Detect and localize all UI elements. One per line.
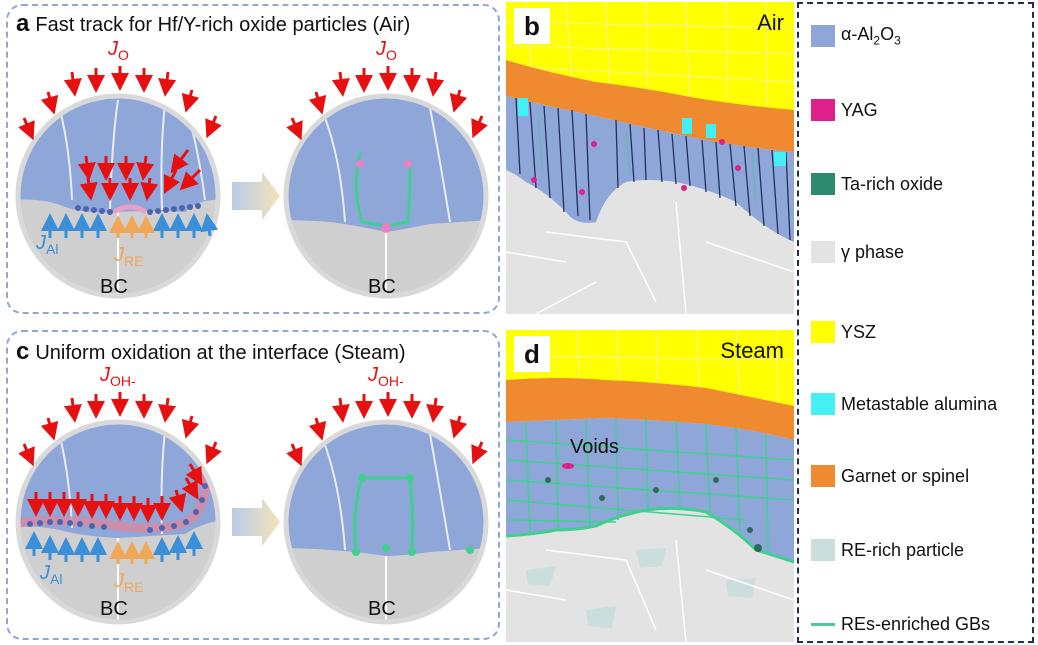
panel-a-oxygen-flux-left-symbol: J (108, 38, 118, 60)
panel-a-oxygen-flux-right-symbol: J (376, 38, 386, 60)
panel-c-al-flux-symbol: J (40, 562, 50, 584)
legend-swatch-gamma-phase (811, 241, 835, 263)
panel-c-re-flux-subscript: RE (124, 579, 144, 595)
panel-c-al-flux-subscript: Al (50, 571, 63, 587)
legend-item-garnet-spinel: Garnet or spinel (811, 464, 969, 488)
legend-item-metastable-alumina: Metastable alumina (811, 392, 997, 416)
panel-b-phase-map-drawing (506, 2, 794, 314)
panel-c-re-flux-symbol: J (114, 570, 124, 592)
panel-c-hydroxyl-flux-left-subscript: OH- (110, 373, 136, 389)
legend-label-re-rich-particle: RE-rich particle (841, 539, 965, 560)
panel-a-oxygen-flux-right-subscript: O (386, 47, 397, 63)
panel-d-phase-map: d Steam Voids (506, 330, 794, 642)
panel-a-transition-arrow (232, 172, 280, 220)
legend: α-Al2O3 YAG Ta-rich oxide γ phase YSZ Me… (797, 2, 1034, 643)
legend-swatch-ta-rich-oxide (811, 173, 835, 195)
panel-c-letter: c (16, 338, 30, 365)
legend-swatch-re-enriched-gbs (811, 622, 835, 626)
legend-item-gamma-phase: γ phase (811, 240, 904, 264)
panel-a-re-flux-subscript: RE (124, 253, 144, 269)
panel-a-re-flux: JRE (114, 244, 143, 269)
panel-c-bond-coat-label-left: BC (100, 598, 128, 620)
legend-item-yag: YAG (811, 98, 878, 122)
panel-a-al-flux-symbol: J (36, 232, 46, 254)
panel-c-al-flux: JAl (40, 562, 62, 587)
panel-a-right-circle (283, 66, 489, 299)
legend-swatch-garnet-spinel (811, 465, 835, 487)
legend-swatch-metastable-alumina (811, 393, 835, 415)
panel-c-bond-coat-label-right: BC (368, 598, 396, 620)
panel-a-re-flux-symbol: J (114, 244, 124, 266)
legend-item-ysz: YSZ (811, 320, 876, 344)
legend-alpha-alumina-sub-1: 2 (873, 33, 881, 48)
legend-alpha-alumina-sub-2: 3 (894, 33, 901, 48)
panel-a-title-text: Fast track for Hf/Y-rich oxide particles… (35, 14, 411, 36)
panel-a-left-circle (15, 66, 222, 299)
panel-c-frame (6, 330, 500, 640)
panel-a-al-flux: JAl (36, 232, 58, 257)
panel-a-bond-coat-label-right: BC (368, 276, 396, 298)
legend-item-alpha-alumina: α-Al2O3 (811, 24, 901, 48)
panel-d-phase-map-drawing (506, 330, 794, 642)
panel-a-al-flux-subscript: Al (46, 241, 59, 257)
panel-c-hydroxyl-flux-right-symbol: J (368, 364, 378, 386)
panel-a-frame (6, 4, 500, 314)
legend-item-re-rich-particle: RE-rich particle (811, 538, 964, 562)
panel-b-phase-map: b Air (506, 2, 794, 314)
panel-d-atmosphere-label: Steam (720, 338, 784, 363)
legend-label-re-enriched-gbs: REs-enriched GBs (841, 613, 991, 634)
panel-c-hydroxyl-flux-left: JOH- (100, 364, 136, 389)
legend-swatch-re-rich-particle (811, 539, 835, 561)
panel-c-left-circle (15, 392, 222, 625)
panel-d-voids-label: Voids (570, 436, 619, 458)
legend-label-garnet-spinel: Garnet or spinel (841, 465, 970, 486)
panel-b-letter: b (514, 8, 550, 44)
legend-swatch-yag (811, 99, 835, 121)
legend-label-ysz: YSZ (841, 321, 877, 342)
panel-c-title-text: Uniform oxidation at the interface (Stea… (35, 342, 406, 364)
panel-c-re-flux: JRE (114, 570, 143, 595)
legend-swatch-alpha-alumina (811, 25, 835, 47)
legend-item-re-enriched-gbs: REs-enriched GBs (811, 612, 990, 636)
legend-label-metastable-alumina: Metastable alumina (841, 393, 998, 414)
legend-label-yag: YAG (841, 99, 878, 120)
panel-a-oxygen-flux-right: JO (376, 38, 397, 63)
legend-alpha-alumina-text-1: α-Al (841, 24, 874, 45)
panel-a-oxygen-flux-left-subscript: O (118, 47, 129, 63)
panel-c-right-circle (283, 392, 489, 625)
legend-item-ta-rich-oxide: Ta-rich oxide (811, 172, 943, 196)
legend-label-alpha-alumina: α-Al2O3 (841, 24, 901, 48)
panel-a-oxygen-flux-left: JO (108, 38, 129, 63)
panel-c-transition-arrow (232, 498, 280, 546)
panel-a-bond-coat-label-left: BC (100, 276, 128, 298)
legend-swatch-ysz (811, 321, 835, 343)
legend-alpha-alumina-text-2: O (880, 24, 895, 45)
legend-label-gamma-phase: γ phase (841, 241, 905, 262)
panel-c-hydroxyl-flux-right: JOH- (368, 364, 404, 389)
legend-label-ta-rich-oxide: Ta-rich oxide (841, 173, 944, 194)
panel-d-letter: d (514, 336, 550, 372)
panel-c-hydroxyl-flux-right-subscript: OH- (378, 373, 404, 389)
panel-a-letter: a (16, 10, 30, 37)
panel-b-atmosphere-label: Air (757, 10, 784, 35)
panel-c-hydroxyl-flux-left-symbol: J (100, 364, 110, 386)
